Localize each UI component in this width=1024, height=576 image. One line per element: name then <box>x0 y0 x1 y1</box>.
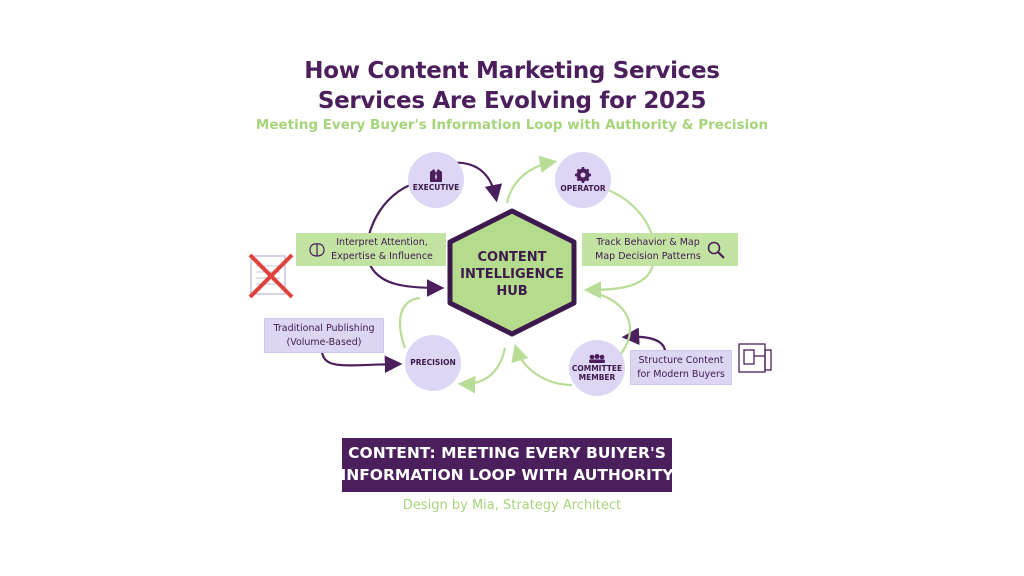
precision-label: PRECISION <box>410 357 456 367</box>
magnifier-icon <box>707 241 725 259</box>
credit: Design by Mia, Strategy Architect <box>402 498 622 513</box>
traditional-line-2: (Volume-Based) <box>286 336 362 348</box>
box-interpret: Interpret Attention, Expertise & Influenc… <box>296 233 446 266</box>
arrow-traditional-to-precision <box>320 351 403 374</box>
brain-icon <box>309 242 325 257</box>
traditional-line-1: Traditional Publishing <box>273 322 375 334</box>
executive-label: EXECUTIVE <box>412 182 460 192</box>
arrow-hub-to-operator <box>505 155 558 204</box>
hub-line-2: INTELLIGENCE <box>460 266 564 282</box>
arrow-committee-to-hub <box>511 343 573 387</box>
banner-line-1: CONTENT: MEETING EVERY BUIYER'S <box>348 444 666 463</box>
subtitle: Meeting Every Buyer's Information Loop w… <box>255 117 769 133</box>
arrow-operator-to-hub <box>583 188 656 299</box>
operator-label: OPERATOR <box>560 183 606 193</box>
interpret-line-1: Interpret Attention, <box>336 236 428 248</box>
title-line-2: Services Are Evolving for 2025 <box>317 88 707 114</box>
arrow-hub-to-precision <box>457 347 507 394</box>
arrow-committee-to-hub-right <box>589 290 632 356</box>
committee-label-1: COMMITTEE <box>571 363 623 373</box>
box-traditional-publishing: Traditional Publishing (Volume-Based) <box>264 318 384 353</box>
node-executive[interactable]: EXECUTIVE <box>408 152 464 208</box>
crossed-document-icon <box>248 253 294 299</box>
hub-label[interactable]: CONTENT INTELLIGENCE HUB <box>447 250 577 301</box>
structure-line-2: for Modern Buyers <box>637 368 725 380</box>
track-line-2: Map Decision Patterns <box>595 250 701 262</box>
node-operator[interactable]: OPERATOR <box>555 152 611 208</box>
structure-line-1: Structure Content <box>638 354 724 366</box>
track-line-1: Track Behavior & Map <box>596 236 700 248</box>
hub-hexagon <box>447 208 577 337</box>
node-committee-member[interactable]: COMMITTEE MEMBER <box>569 340 625 396</box>
suit-icon <box>430 168 442 182</box>
blueprint-icon <box>738 343 772 373</box>
title-line-1: How Content Marketing Services <box>304 58 720 84</box>
committee-label-2: MEMBER <box>578 372 616 382</box>
group-icon <box>589 353 605 363</box>
node-precision[interactable]: PRECISION <box>405 335 461 391</box>
bottom-banner: CONTENT: MEETING EVERY BUIYER'S INFORMATI… <box>340 438 674 492</box>
banner-line-2: INFORMATION LOOP WITH AUTHORITY <box>340 466 674 484</box>
arrow-precision-to-hub <box>398 296 421 349</box>
interpret-line-2: Expertise & Influence <box>331 250 433 262</box>
gear-icon <box>575 166 591 183</box>
arrow-structure-to-committee <box>621 327 667 351</box>
hub-line-3: HUB <box>496 283 528 299</box>
hub-line-1: CONTENT <box>477 250 547 265</box>
box-structure-content: Structure Content for Modern Buyers <box>630 350 732 385</box>
